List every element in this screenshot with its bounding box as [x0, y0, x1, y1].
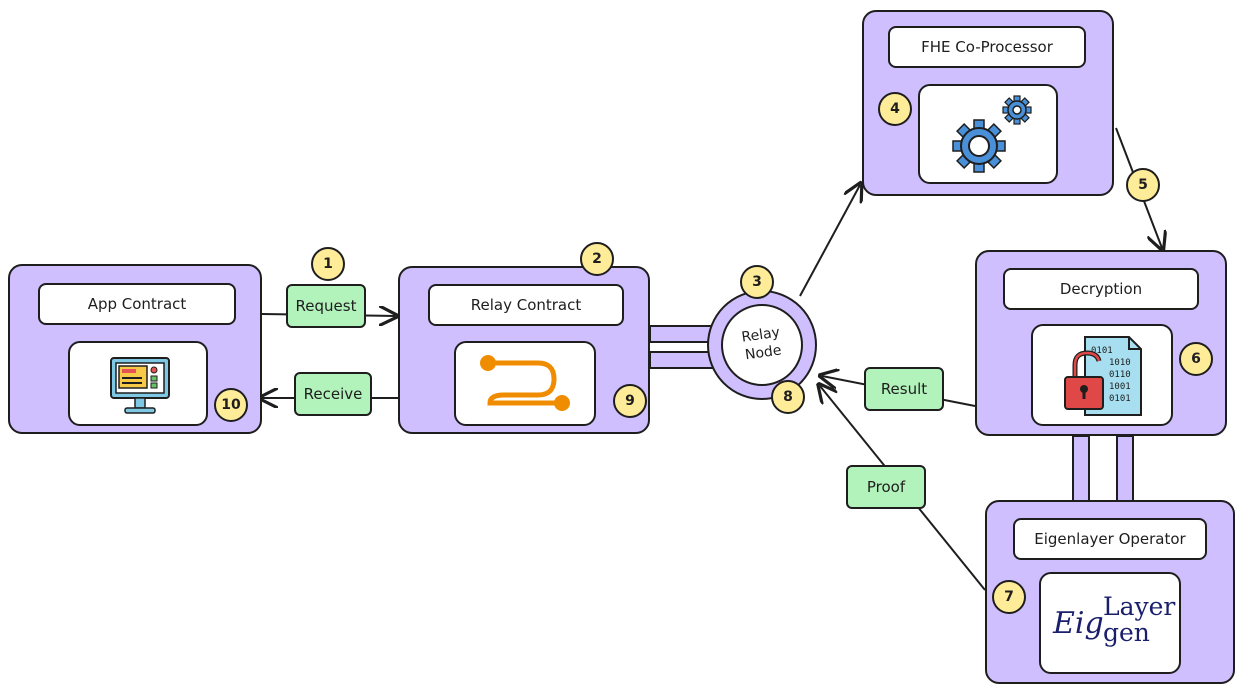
- step-badge-3: 3: [740, 265, 774, 299]
- step-badge-6: 6: [1179, 342, 1213, 376]
- eigenlayer-logo-layer: Layer: [1103, 592, 1176, 621]
- pipe-eigen-right: [1116, 435, 1134, 503]
- unlock-binary-file-icon: 0101 1010 0110 1001 0101: [1064, 336, 1142, 416]
- fhe-title: FHE Co-Processor: [888, 26, 1086, 68]
- relay-node-label: Relay Node: [727, 322, 797, 367]
- step-badge-10: 10: [214, 388, 248, 422]
- step-badge-1: 1: [311, 247, 345, 281]
- svg-text:0110: 0110: [1109, 370, 1131, 380]
- relay-node-ring: Relay Node: [707, 290, 817, 400]
- step-badge-4: 4: [878, 92, 912, 126]
- step-badge-5: 5: [1126, 168, 1160, 202]
- pipe-eigen-left: [1072, 435, 1090, 503]
- app-contract-panel: [68, 341, 208, 426]
- relay-contract-box: Relay Contract 2 9: [398, 242, 650, 434]
- eigenlayer-title: Eigenlayer Operator: [1013, 518, 1207, 560]
- pipe-relay-upper: [649, 325, 717, 343]
- app-contract-box: App Contract 10: [8, 264, 262, 434]
- relay-node-core: Relay Node: [721, 304, 803, 386]
- proof-label: Proof: [846, 465, 926, 509]
- decryption-title: Decryption: [1003, 268, 1199, 310]
- decryption-panel: 0101 1010 0110 1001 0101: [1031, 324, 1173, 426]
- eigenlayer-box: Eigenlayer Operator Eig Layer gen 7: [985, 500, 1235, 684]
- relay-contract-title: Relay Contract: [428, 284, 624, 326]
- fhe-panel: [918, 84, 1058, 184]
- step-badge-9: 9: [613, 384, 647, 418]
- step-badge-7: 7: [992, 580, 1026, 614]
- decryption-box: Decryption 0101 1010 0110 1001 0101 6: [975, 250, 1227, 436]
- relay-to-fhe-arrow: [799, 185, 860, 297]
- receive-label: Receive: [294, 372, 372, 416]
- eigenlayer-logo-gen: gen: [1103, 618, 1150, 647]
- result-label: Result: [864, 367, 944, 411]
- eigenlayer-logo-eig: Eig: [1053, 606, 1104, 641]
- gears-icon: [952, 95, 1032, 173]
- svg-text:1001: 1001: [1109, 382, 1131, 392]
- pipe-relay-lower: [649, 351, 717, 369]
- route-path-icon: [480, 355, 570, 411]
- svg-text:0101: 0101: [1109, 394, 1131, 404]
- relay-contract-panel: [454, 341, 596, 426]
- svg-text:0101: 0101: [1091, 346, 1113, 356]
- step-badge-2: 2: [580, 242, 614, 276]
- step-badge-8: 8: [771, 380, 805, 414]
- svg-text:1010: 1010: [1109, 358, 1131, 368]
- request-label: Request: [286, 284, 366, 328]
- eigenlayer-panel: Eig Layer gen: [1039, 572, 1181, 674]
- computer-dashboard-icon: [110, 357, 170, 414]
- app-contract-title: App Contract: [38, 283, 236, 325]
- fhe-box: FHE Co-Processor: [862, 10, 1114, 196]
